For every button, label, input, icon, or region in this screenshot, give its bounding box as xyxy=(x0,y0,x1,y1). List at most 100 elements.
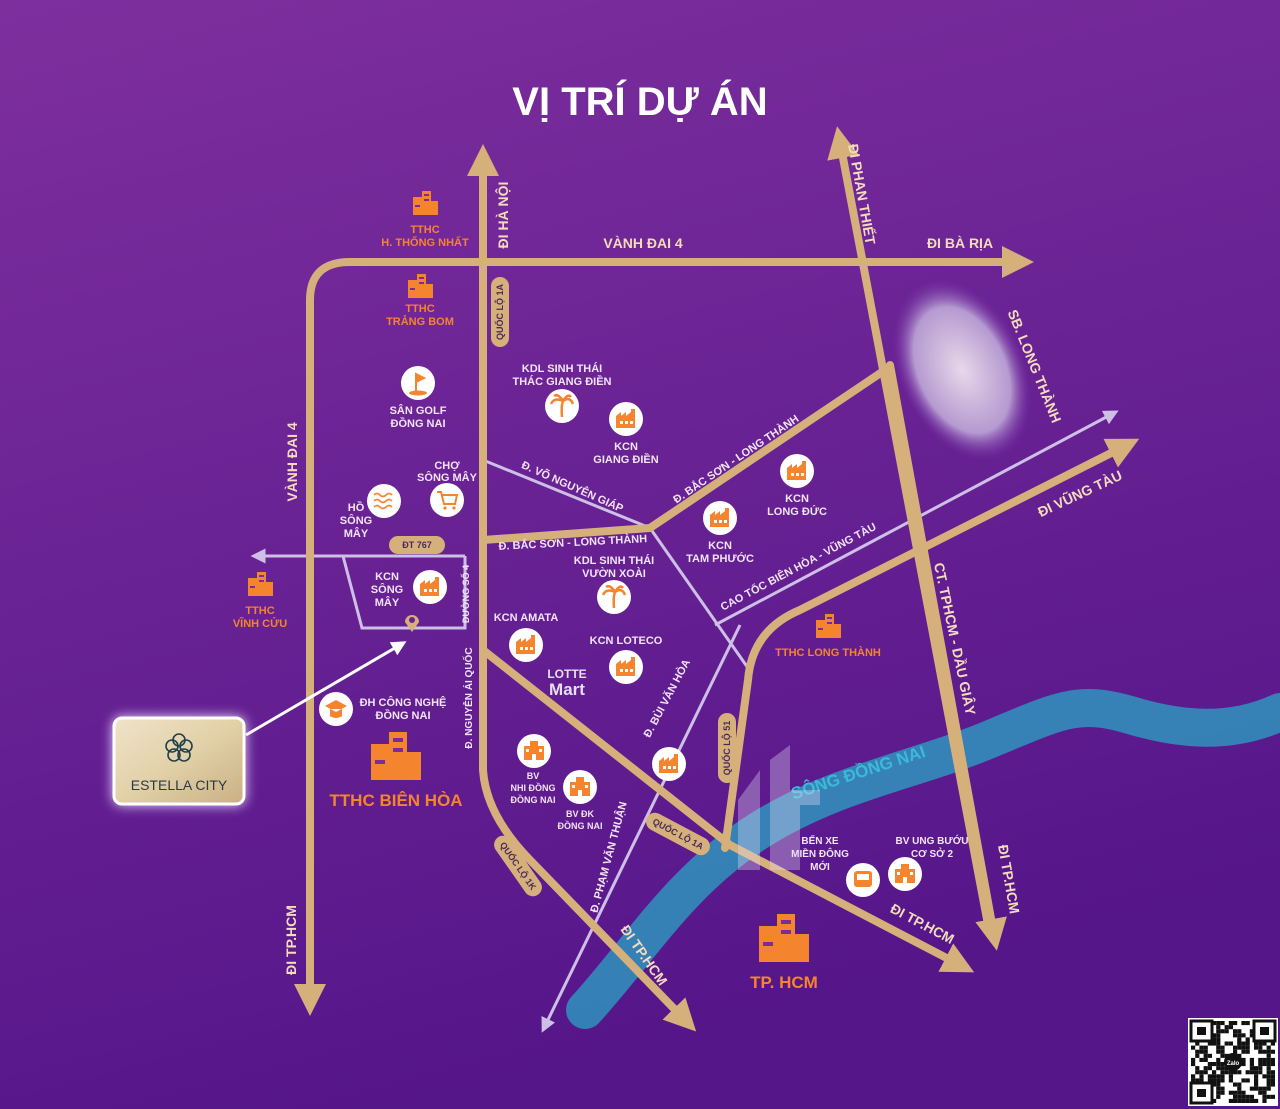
qr-code[interactable] xyxy=(1188,1018,1278,1106)
estella-city-card[interactable]: ESTELLA CITY xyxy=(112,716,246,806)
qr-module xyxy=(1220,1086,1225,1091)
svg-text:KCN: KCN xyxy=(785,493,809,505)
svg-text:BV ĐK: BV ĐK xyxy=(566,809,595,819)
qr-module xyxy=(1241,1057,1246,1062)
qr-module xyxy=(1212,1021,1217,1026)
qr-module xyxy=(1203,1049,1208,1054)
qr-module xyxy=(1241,1098,1246,1103)
qr-finder-center xyxy=(1197,1089,1206,1097)
svg-text:MÂY: MÂY xyxy=(344,527,369,540)
qr-module xyxy=(1199,1078,1204,1083)
qr-module xyxy=(1241,1062,1246,1067)
qr-module xyxy=(1216,1057,1221,1062)
qr-module xyxy=(1254,1098,1259,1103)
qr-module xyxy=(1266,1086,1271,1091)
qr-module xyxy=(1216,1062,1221,1067)
qr-module xyxy=(1249,1057,1254,1062)
qr-module xyxy=(1228,1021,1233,1026)
tthc-bien-hoa: TTHC BIÊN HÒA xyxy=(329,732,463,810)
qr-module xyxy=(1266,1070,1271,1075)
svg-text:ĐỒNG NAI: ĐỒNG NAI xyxy=(511,794,556,805)
qr-module xyxy=(1216,1029,1221,1034)
qr-module xyxy=(1191,1057,1196,1062)
qr-module xyxy=(1216,1082,1221,1087)
hospital-icon xyxy=(563,770,597,804)
phan-thiet-road xyxy=(827,126,994,939)
qr-module xyxy=(1216,1094,1221,1099)
qr-module xyxy=(1216,1037,1221,1042)
svg-text:H. THỐNG NHẤT: H. THỐNG NHẤT xyxy=(381,235,469,249)
vanh-dai-4-left-label: VÀNH ĐAI 4 xyxy=(284,422,300,502)
qr-module xyxy=(1195,1041,1200,1046)
svg-text:VĨNH CỬU: VĨNH CỬU xyxy=(233,617,287,630)
qr-module xyxy=(1207,1074,1212,1079)
qr-module xyxy=(1266,1045,1271,1050)
qr-module xyxy=(1266,1062,1271,1067)
qr-module xyxy=(1220,1066,1225,1071)
qr-module xyxy=(1216,1041,1221,1046)
svg-text:ĐT 767: ĐT 767 xyxy=(402,540,432,550)
qr-module xyxy=(1270,1057,1275,1062)
quoc-lo-1a-badge: QUỐC LỘ 1A xyxy=(491,277,509,347)
qr-module xyxy=(1237,1086,1242,1091)
qr-module xyxy=(1203,1070,1208,1075)
project-pointer-arrow xyxy=(245,641,407,737)
qr-module xyxy=(1262,1086,1267,1091)
qr-module xyxy=(1237,1082,1242,1087)
svg-text:BẾN XE: BẾN XE xyxy=(801,834,839,847)
watermark-logo xyxy=(738,745,820,870)
qr-module xyxy=(1258,1070,1263,1075)
svg-text:VƯỜN XOÀI: VƯỜN XOÀI xyxy=(582,567,646,580)
qr-module xyxy=(1212,1082,1217,1087)
qr-module xyxy=(1220,1021,1225,1026)
svg-text:TTHC: TTHC xyxy=(405,303,434,315)
qr-module xyxy=(1216,1025,1221,1030)
qr-module xyxy=(1258,1062,1263,1067)
svg-text:BV: BV xyxy=(527,771,540,781)
quoc-lo-51-badge: QUỐC LỘ 51 xyxy=(718,713,736,783)
qr-module xyxy=(1249,1062,1254,1067)
qr-module xyxy=(1228,1074,1233,1079)
qr-module xyxy=(1224,1025,1229,1030)
svg-text:GIANG ĐIỀN: GIANG ĐIỀN xyxy=(593,453,658,466)
svg-text:SÂN GOLF: SÂN GOLF xyxy=(390,404,447,417)
qr-module xyxy=(1266,1057,1271,1062)
qr-module xyxy=(1203,1057,1208,1062)
song-dong-nai-river xyxy=(566,688,1280,1029)
qr-module xyxy=(1254,1086,1259,1091)
zalo-icon xyxy=(1224,1053,1242,1071)
qr-module xyxy=(1195,1053,1200,1058)
qr-module xyxy=(1228,1041,1233,1046)
golf-icon xyxy=(401,366,435,400)
qr-module xyxy=(1241,1078,1246,1083)
qr-module xyxy=(1191,1078,1196,1083)
qr-module xyxy=(1245,1045,1250,1050)
qr-module xyxy=(1237,1094,1242,1099)
qr-module xyxy=(1195,1078,1200,1083)
svg-text:TRẢNG BOM: TRẢNG BOM xyxy=(386,315,454,328)
quoc-lo-1k xyxy=(479,646,697,1032)
bac-son-long-thanh-road xyxy=(479,364,892,544)
qr-module xyxy=(1207,1041,1212,1046)
quoc-lo-1a-south xyxy=(479,646,975,973)
svg-text:TTHC: TTHC xyxy=(410,224,439,236)
tthc-long-thanh: TTHC LONG THÀNH xyxy=(775,614,881,659)
qr-module xyxy=(1220,1074,1225,1079)
qr-module xyxy=(1258,1041,1263,1046)
qr-module xyxy=(1216,1090,1221,1095)
svg-text:LONG ĐỨC: LONG ĐỨC xyxy=(767,505,827,518)
qr-finder-center xyxy=(1260,1027,1269,1035)
long-thanh-airport-image xyxy=(892,280,1032,460)
svg-text:QUỐC LỘ 51: QUỐC LỘ 51 xyxy=(721,721,732,776)
svg-text:CHỢ: CHỢ xyxy=(434,460,460,472)
